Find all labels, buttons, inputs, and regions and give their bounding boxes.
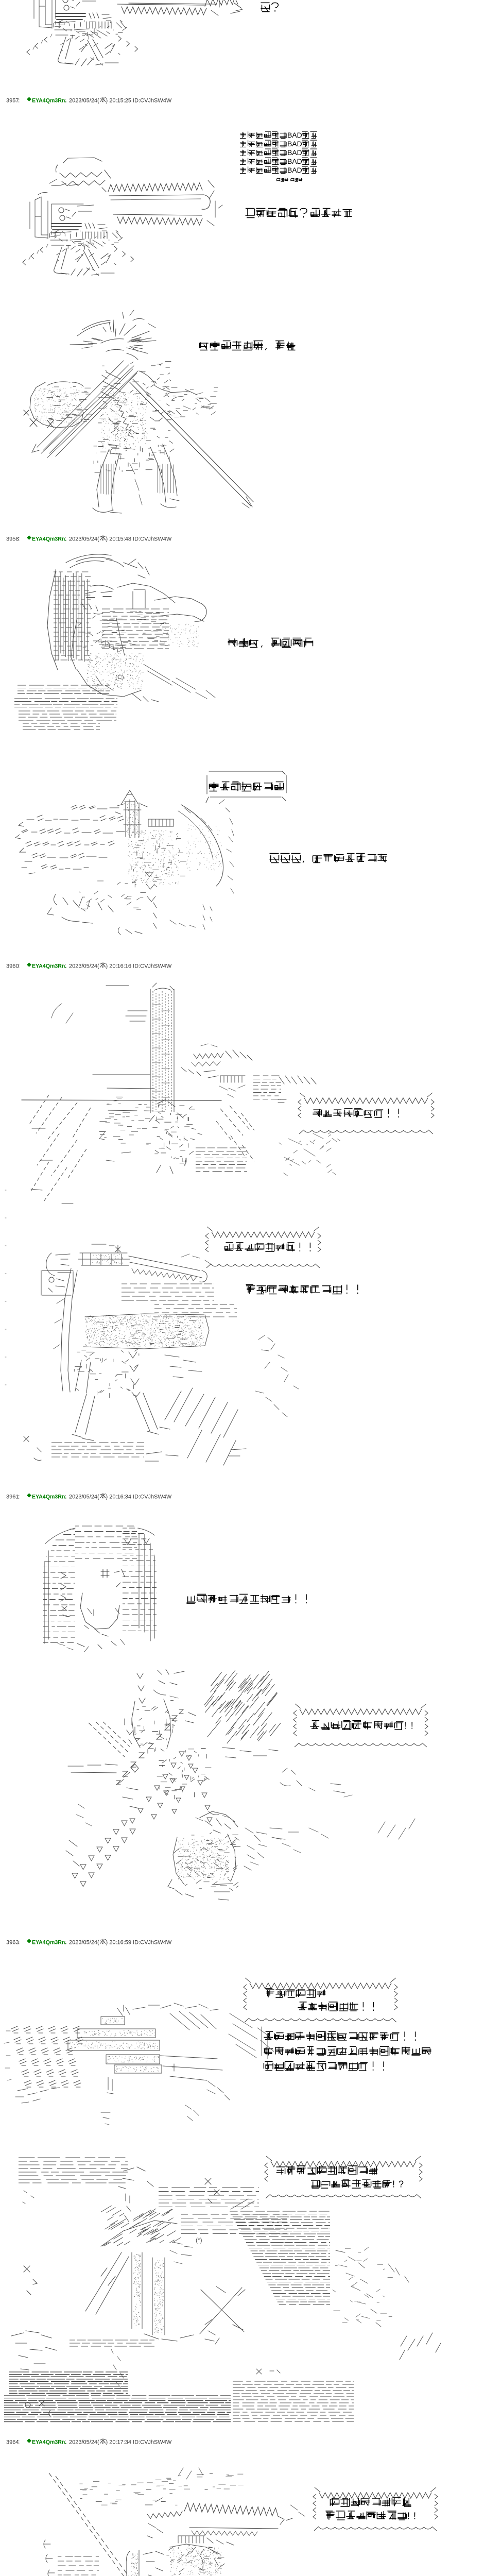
svg-text:EYA4Qm3Rn.: EYA4Qm3Rn. [32,536,66,542]
svg-text:) 20:15:25 ID:CVJhSW4W: ) 20:15:25 ID:CVJhSW4W [106,97,172,104]
svg-text:2023/05/24(: 2023/05/24( [69,963,99,969]
svg-text:A: A [292,148,297,157]
svg-text:3960: 3960 [6,963,19,969]
svg-text:!: ! [411,1721,413,1731]
svg-text:A: A [292,140,297,148]
svg-text::: : [64,96,66,104]
svg-text::: : [64,962,66,969]
svg-text:3958: 3958 [6,536,19,542]
svg-text:) 20:17:34 ID:CVJhSW4W: ) 20:17:34 ID:CVJhSW4W [106,2439,172,2445]
svg-text:!: ! [392,2179,395,2189]
svg-text::: : [18,962,20,969]
svg-text:B: B [287,148,292,157]
svg-text:D: D [297,131,302,139]
svg-text:) 20:15:48 ID:CVJhSW4W: ) 20:15:48 ID:CVJhSW4W [106,536,172,542]
svg-text::: : [18,1493,20,1500]
svg-text:D: D [297,140,302,148]
svg-text:3963: 3963 [6,1939,19,1945]
svg-text:D: D [297,166,302,174]
svg-text:) 20:16:16 ID:CVJhSW4W: ) 20:16:16 ID:CVJhSW4W [106,963,172,969]
svg-text:D: D [297,157,302,165]
svg-text:B: B [287,166,292,174]
svg-text::: : [64,535,66,542]
svg-text::: : [64,1938,66,1945]
svg-text:2023/05/24(: 2023/05/24( [69,2439,99,2445]
svg-text:(C): (C) [115,673,124,681]
svg-text:B: B [287,157,292,165]
svg-text::: : [18,535,20,542]
svg-text:) 20:16:59 ID:CVJhSW4W: ) 20:16:59 ID:CVJhSW4W [106,1939,172,1945]
svg-text:?: ? [399,2179,404,2189]
svg-text:B: B [287,140,292,148]
svg-text:EYA4Qm3Rn.: EYA4Qm3Rn. [32,1494,66,1500]
svg-text:EYA4Qm3Rn.: EYA4Qm3Rn. [32,97,66,104]
svg-text::: : [18,2438,20,2445]
svg-text:2023/05/24(: 2023/05/24( [69,97,99,104]
svg-text:!: ! [405,1721,407,1731]
svg-text:A: A [292,166,297,174]
svg-text:3957: 3957 [6,97,19,104]
svg-text:A: A [292,157,297,165]
svg-text:2023/05/24(: 2023/05/24( [69,536,99,542]
svg-text::: : [18,96,20,104]
svg-text:3964: 3964 [6,2439,19,2445]
svg-text:B: B [287,131,292,139]
svg-text:D: D [297,148,302,157]
svg-text:EYA4Qm3Rn.: EYA4Qm3Rn. [32,2439,66,2445]
svg-text:2023/05/24(: 2023/05/24( [69,1494,99,1500]
svg-text:!: ! [407,2511,410,2521]
svg-text:(*): (*) [196,2236,202,2244]
svg-text:A: A [292,131,297,139]
svg-text:EYA4Qm3Rn.: EYA4Qm3Rn. [32,1939,66,1945]
svg-text::: : [64,1493,66,1500]
svg-text:EYA4Qm3Rn.: EYA4Qm3Rn. [32,963,66,969]
svg-text::: : [64,2438,66,2445]
svg-text:) 20:16:34 ID:CVJhSW4W: ) 20:16:34 ID:CVJhSW4W [106,1494,172,1500]
svg-text:3961: 3961 [6,1494,19,1500]
svg-text:2023/05/24(: 2023/05/24( [69,1939,99,1945]
svg-text:!: ! [413,2511,416,2521]
svg-text::: : [18,1938,20,1945]
